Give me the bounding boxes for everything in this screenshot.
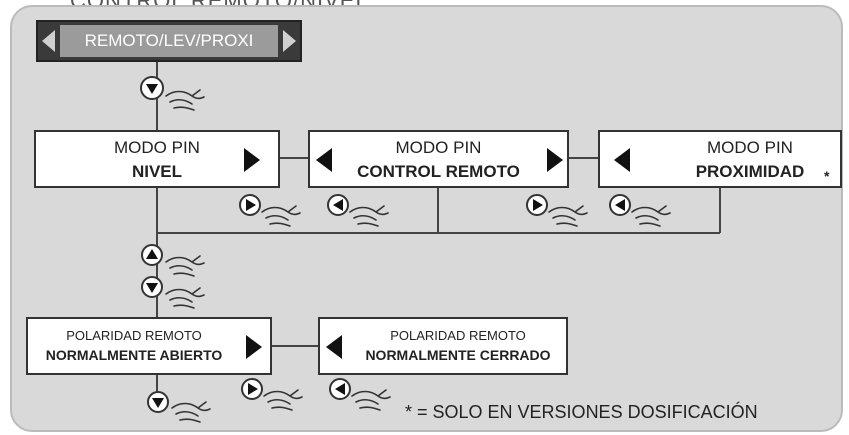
left-arrow-button-icon[interactable]: [327, 194, 389, 227]
down-arrow-button-icon[interactable]: [140, 76, 205, 111]
right-arrow-button-icon[interactable]: [526, 194, 588, 227]
mode-box-control-remoto: MODO PIN CONTROL REMOTO: [308, 130, 569, 188]
header-label: REMOTO/LEV/PROXI: [60, 25, 278, 57]
right-arrow-icon: [244, 148, 260, 172]
footnote: * = SOLO EN VERSIONES DOSIFICACIÓN: [405, 402, 758, 422]
polarity-box-line1: POLARIDAD REMOTO: [66, 328, 202, 343]
mode-box-line2: NIVEL: [131, 162, 183, 181]
mode-box-line1: MODO PIN: [114, 138, 200, 157]
polarity-box-cerrado: POLARIDAD REMOTO NORMALMENTE CERRADO: [318, 317, 568, 375]
down-arrow-button-icon[interactable]: [147, 391, 211, 423]
left-arrow-icon: [614, 148, 630, 172]
asterisk-mark: *: [824, 168, 830, 184]
mode-box-line2: PROXIMIDAD: [695, 162, 805, 181]
right-arrow-button-icon[interactable]: [241, 378, 303, 411]
polarity-box-abierto: POLARIDAD REMOTO NORMALMENTE ABIERTO: [26, 317, 272, 375]
mode-box-line1: MODO PIN: [707, 138, 793, 157]
left-arrow-icon: [316, 148, 332, 172]
left-arrow-icon: [326, 335, 342, 359]
right-arrow-button-icon[interactable]: [239, 194, 301, 227]
mode-box-line1: MODO PIN: [395, 138, 482, 157]
header-left-arrow-icon: [42, 30, 55, 52]
mode-box-nivel: MODO PIN NIVEL: [34, 130, 280, 188]
mode-box-line2: CONTROL REMOTO: [357, 162, 520, 181]
mode-box-proximidad: MODO PIN PROXIMIDAD *: [598, 130, 842, 188]
polarity-box-line1: POLARIDAD REMOTO: [390, 328, 526, 343]
right-arrow-icon: [547, 148, 563, 172]
polarity-box-line2: NORMALMENTE ABIERTO: [45, 347, 223, 363]
left-arrow-button-icon[interactable]: [329, 378, 391, 411]
polarity-box-line2: NORMALMENTE CERRADO: [365, 347, 551, 363]
right-arrow-icon: [246, 335, 262, 359]
left-arrow-button-icon[interactable]: [609, 194, 671, 227]
header-display: REMOTO/LEV/PROXI: [36, 20, 302, 62]
header-right-arrow-icon: [283, 30, 296, 52]
up-arrow-button-icon[interactable]: [141, 244, 205, 277]
down-arrow-button-icon[interactable]: [141, 276, 205, 309]
